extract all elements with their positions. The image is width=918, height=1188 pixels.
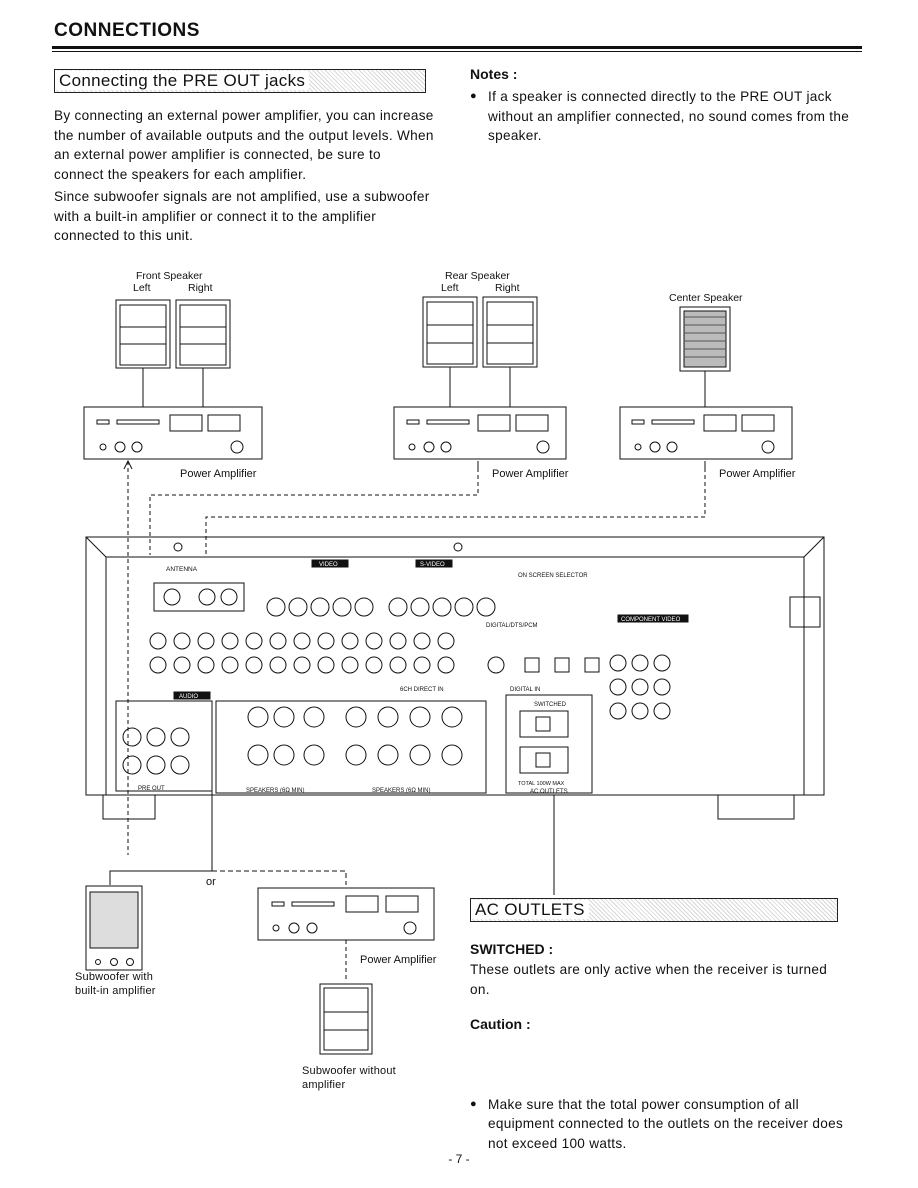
svg-text:6CH DIRECT IN: 6CH DIRECT IN [400,687,444,693]
switched-text: These outlets are only active when the r… [470,962,828,997]
svg-text:ANTENNA: ANTENNA [166,566,198,573]
center-speaker-label: Center Speaker [669,292,743,304]
ac-outlets-heading-box: AC OUTLETS [470,898,838,922]
power-amplifier-center [619,406,793,460]
component-jacks [609,654,671,720]
video-jacks [266,597,496,617]
svg-text:AC OUTLETS: AC OUTLETS [530,789,568,795]
amp-label-sub: Power Amplifier [360,954,437,966]
svg-text:DIGITAL IN: DIGITAL IN [510,687,540,693]
audio-jacks [149,632,455,674]
ac-outlets-heading: AC OUTLETS [471,900,589,919]
page-number: - 7 - [448,1152,470,1166]
svg-text:TOTAL 100W MAX: TOTAL 100W MAX [518,781,565,787]
front-speaker-label: Front Speaker [136,270,203,282]
front-right-label: Right [188,282,213,294]
pre-out-paragraph-1: By connecting an external power amplifie… [54,108,434,182]
subwoofer-without-label: Subwoofer without amplifier [302,1065,396,1091]
notes-item: If a speaker is connected directly to th… [470,87,860,146]
rear-speaker-right [482,296,538,368]
pre-out-paragraph-2: Since subwoofer signals are not amplifie… [54,189,430,243]
page-title: CONNECTIONS [54,20,200,41]
amp-label-front: Power Amplifier [180,468,257,480]
amp-label-center: Power Amplifier [719,468,796,480]
or-label: or [206,876,216,888]
power-amplifier-sub [257,887,435,941]
header-rule-thin [52,51,862,52]
svg-text:DIGITAL/DTS/PCM: DIGITAL/DTS/PCM [486,623,538,629]
center-speaker [679,306,731,372]
rear-speaker-label: Rear Speaker [445,270,510,282]
amp-label-rear: Power Amplifier [492,468,569,480]
svg-text:COMPONENT VIDEO: COMPONENT VIDEO [621,617,681,623]
rear-left-label: Left [441,282,459,294]
power-amplifier-rear [393,406,567,460]
svg-text:S-VIDEO: S-VIDEO [420,562,445,568]
switched-heading: SWITCHED : [470,941,554,957]
header-rule [52,46,862,49]
caution-heading: Caution : [470,1016,531,1032]
receiver-rear-panel [85,536,825,820]
svg-text:PRE OUT: PRE OUT [138,786,165,792]
svg-text:SPEAKERS (6Ω MIN): SPEAKERS (6Ω MIN) [246,788,305,794]
pre-out-heading: Connecting the PRE OUT jacks [55,71,310,90]
svg-text:ON SCREEN SELECTOR: ON SCREEN SELECTOR [518,573,588,579]
svg-text:SPEAKERS (6Ω MIN): SPEAKERS (6Ω MIN) [372,788,431,794]
rear-right-label: Right [495,282,520,294]
power-amplifier-front [83,406,263,460]
subwoofer-diagram: Power Amplifier [85,885,437,1055]
speaker-terminals [247,706,463,766]
subwoofer-builtin-label: Subwoofer with built-in amplifier [75,971,156,997]
connection-diagram: Front Speaker Left Right Rear Speaker Le… [83,270,825,895]
front-speaker-right [175,299,231,369]
svg-text:AUDIO: AUDIO [179,694,198,700]
caution-item: Make sure that the total power consumpti… [470,1095,858,1154]
subwoofer-without-amp [319,983,373,1055]
pre-out-heading-box: Connecting the PRE OUT jacks [54,69,426,93]
subwoofer-builtin [85,885,143,971]
front-speaker-left [115,299,171,369]
front-left-label: Left [133,282,151,294]
notes-heading: Notes : [470,66,518,82]
svg-text:VIDEO: VIDEO [319,562,338,568]
svg-text:SWITCHED: SWITCHED [534,702,567,708]
rear-speaker-left [422,296,478,368]
